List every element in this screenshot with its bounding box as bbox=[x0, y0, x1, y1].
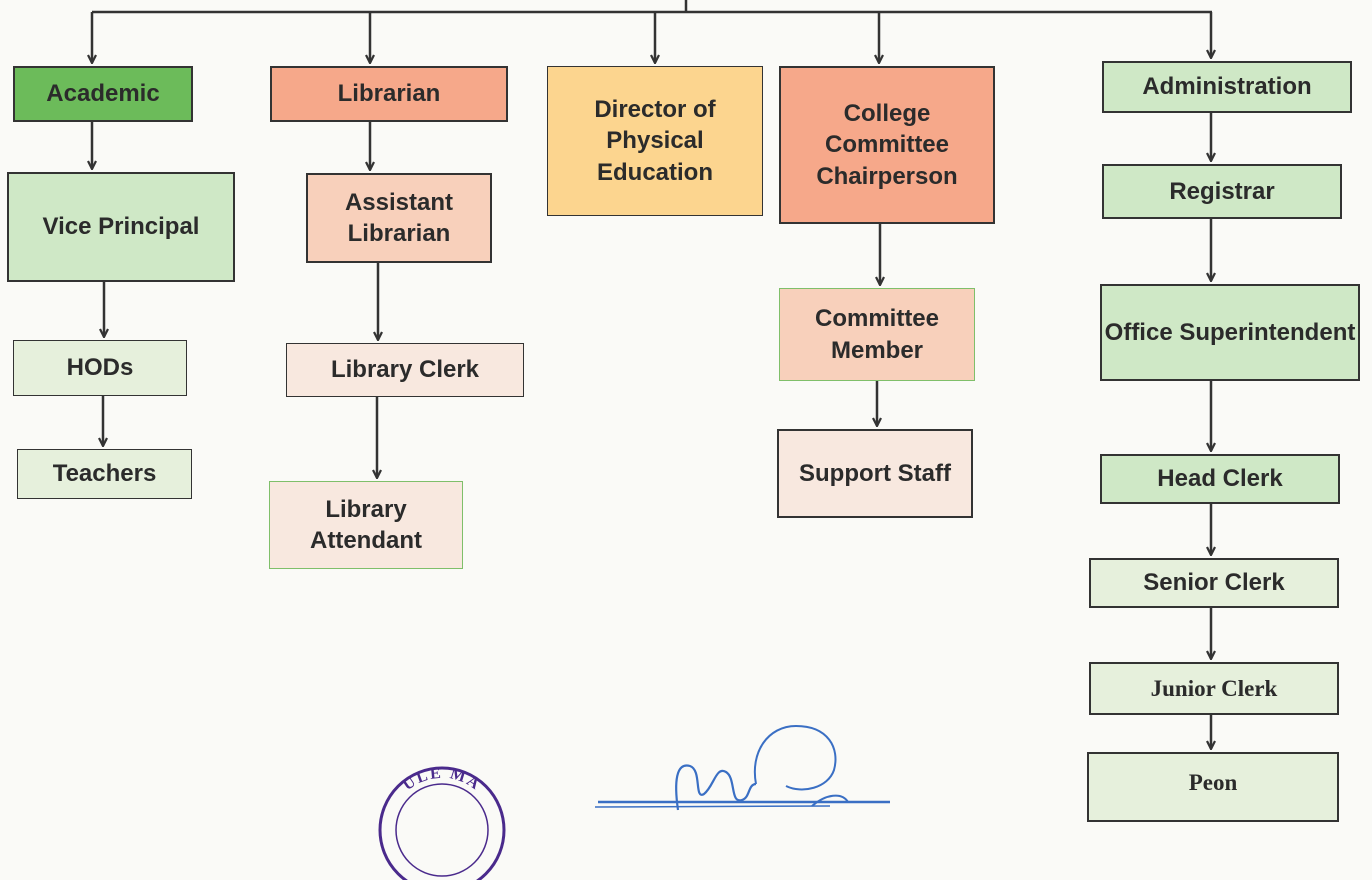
registrar-box: Registrar bbox=[1102, 164, 1342, 219]
college-committee-chairperson-box: College Committee Chairperson bbox=[779, 66, 995, 224]
college-seal: ULE MA bbox=[378, 765, 506, 880]
academic-box: Academic bbox=[13, 66, 193, 122]
office-superintendent-box: Office Superintendent bbox=[1100, 284, 1360, 381]
senior-clerk-box: Senior Clerk bbox=[1089, 558, 1339, 608]
junior-clerk-box: Junior Clerk bbox=[1089, 662, 1339, 715]
head-clerk-box: Head Clerk bbox=[1100, 454, 1340, 504]
svg-text:ULE MA: ULE MA bbox=[400, 765, 484, 794]
peon-box: Peon bbox=[1087, 752, 1339, 822]
committee-member-box: Committee Member bbox=[779, 288, 975, 381]
director-physical-education-box: Director of Physical Education bbox=[547, 66, 763, 216]
assistant-librarian-box: Assistant Librarian bbox=[306, 173, 492, 263]
teachers-box: Teachers bbox=[17, 449, 192, 499]
library-clerk-box: Library Clerk bbox=[286, 343, 524, 397]
librarian-box: Librarian bbox=[270, 66, 508, 122]
vice-principal-box: Vice Principal bbox=[7, 172, 235, 282]
support-staff-box: Support Staff bbox=[777, 429, 973, 518]
seal-text: ULE MA bbox=[400, 765, 482, 794]
hods-box: HODs bbox=[13, 340, 187, 396]
library-attendant-box: Library Attendant bbox=[269, 481, 463, 569]
administration-box: Administration bbox=[1102, 61, 1352, 113]
connector-lines bbox=[0, 0, 1372, 810]
signature bbox=[594, 724, 890, 811]
